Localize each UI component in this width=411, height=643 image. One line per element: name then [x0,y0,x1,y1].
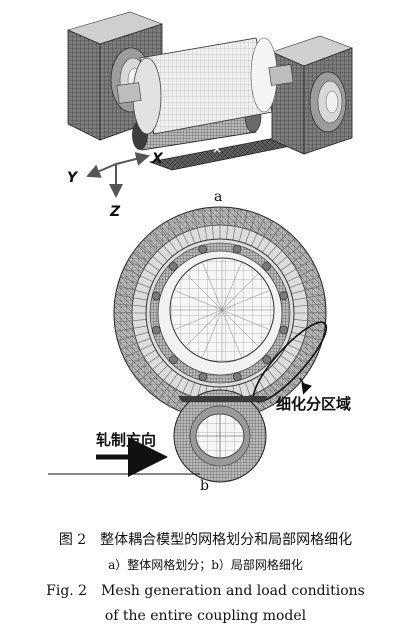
bolt-hole [262,355,272,364]
right-housing [271,35,353,155]
refined-region-label: 细化分区域 [276,395,352,413]
panel-b-mesh [113,206,328,483]
panel-b-label: b [200,478,209,494]
bolt-holes [151,244,289,382]
caption-cn-text: 整体耦合模型的网格划分和局部网格细化 [100,532,353,548]
bolt-hole [232,244,242,254]
caption-en-line2: of the entire coupling model [104,608,307,624]
bolt-hole [232,372,242,382]
axis-z-label: Z [110,204,121,220]
rolling-direction-label: 轧制方向 [96,431,157,449]
bolt-hole [151,325,161,335]
caption-cn-number: 图 2 [58,532,87,548]
caption-cn-title: 图 2 整体耦合模型的网格划分和局部网格细化 [0,529,411,549]
x-axis-arrow [115,152,150,166]
bolt-hole [262,261,271,271]
y-axis-arrow [86,163,117,178]
bolt-hole [279,291,289,301]
main-roll [116,37,294,135]
bolt-hole [168,262,178,271]
panel-a-mesh [67,11,353,171]
bolt-hole [279,325,289,335]
bolt-hole [151,291,161,301]
caption-en-text: Mesh generation and load conditions [101,583,365,599]
coordinate-axes [86,152,150,198]
bolt-hole [198,244,208,254]
caption-en-number: Fig. 2 [46,583,88,599]
lower-small-roll [173,389,267,483]
axis-x-label: X [152,151,163,167]
bolt-hole [169,355,178,365]
caption-en-line1: Fig. 2 Mesh generation and load condition… [0,583,411,599]
axis-y-label: Y [67,170,78,186]
bolt-hole [198,372,208,382]
panel-a-label: a [214,189,223,205]
caption-cn-subtitle: a）整体网格划分；b）局部网格细化 [108,558,303,572]
